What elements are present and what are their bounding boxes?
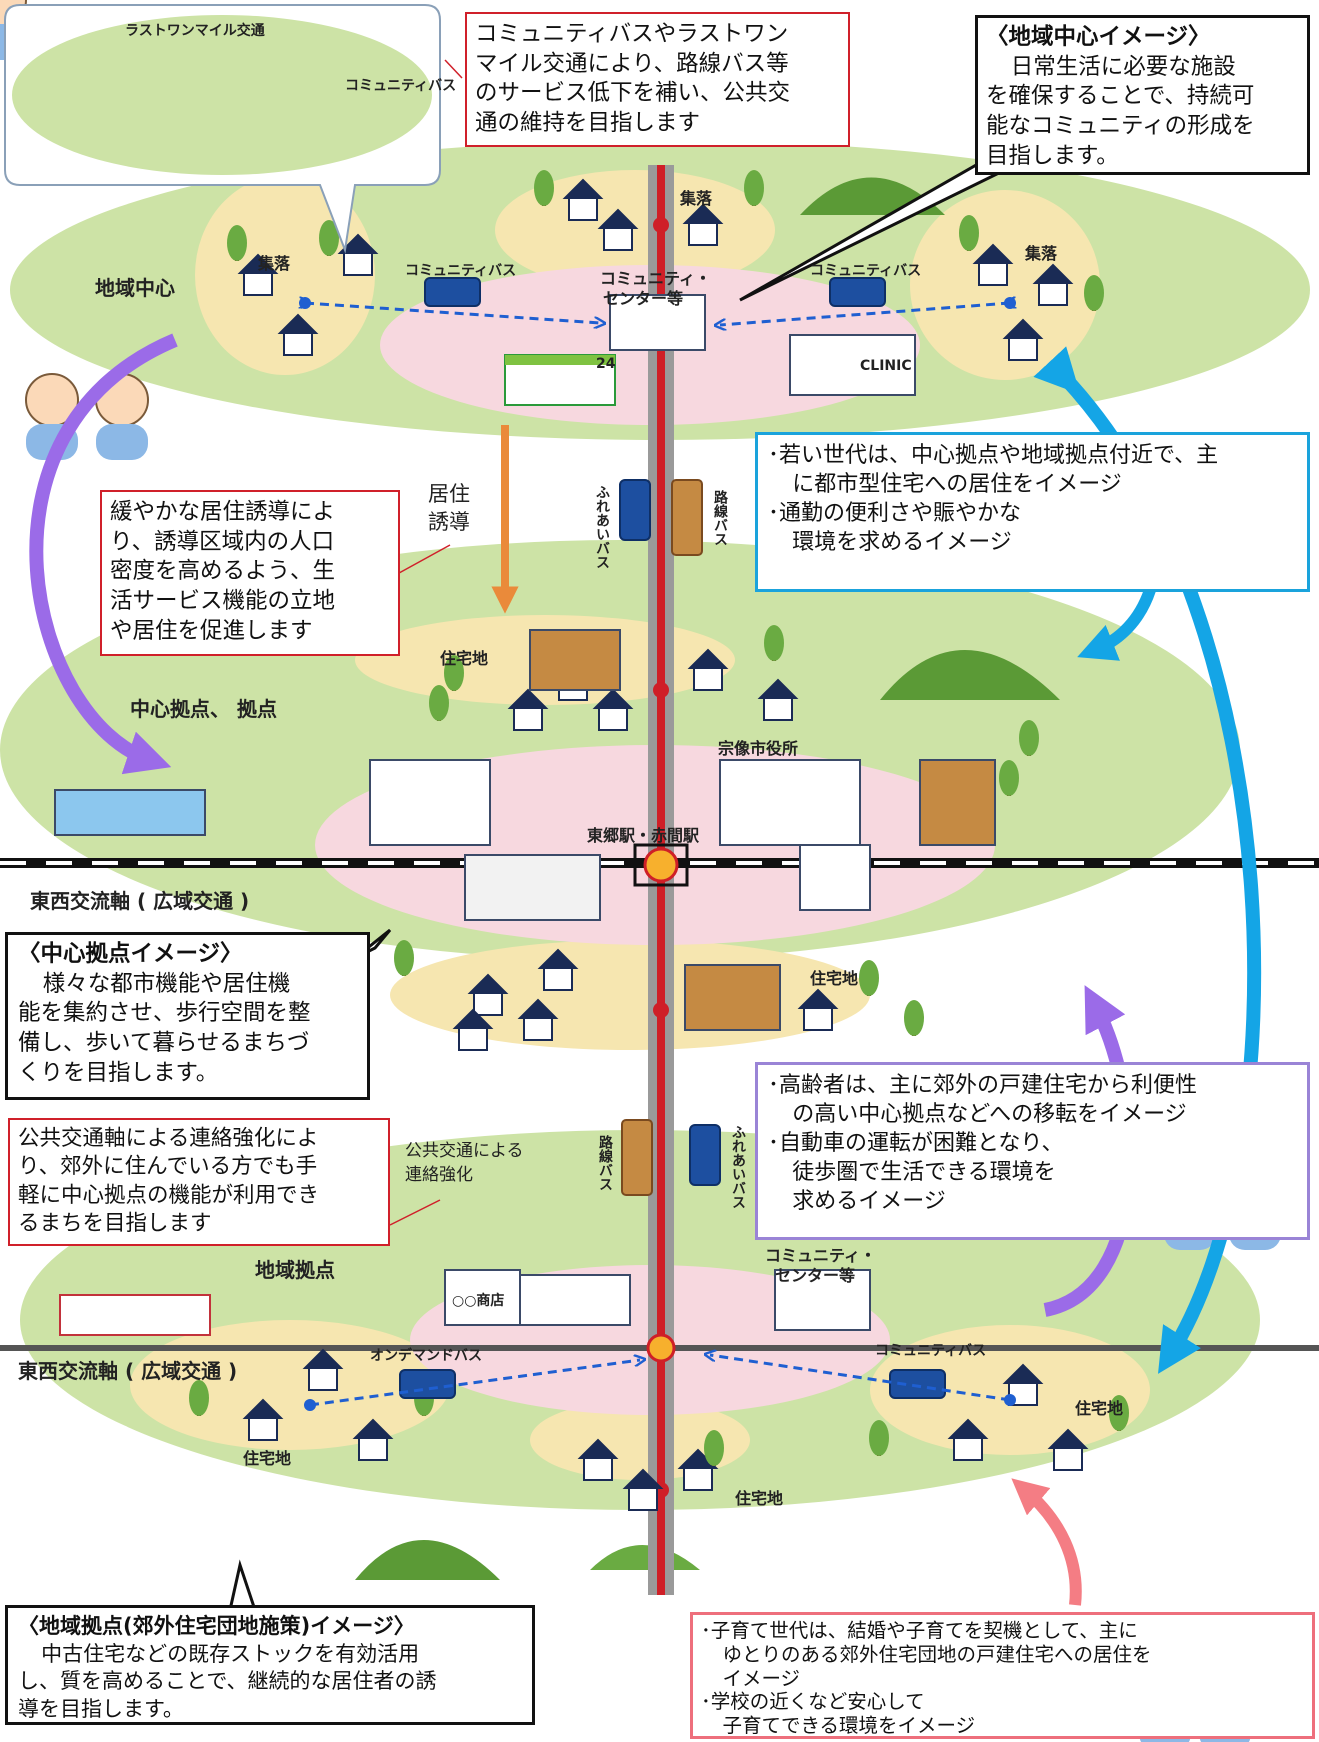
label-transit-link-1: 公共交通による xyxy=(405,1141,524,1161)
leader-lines xyxy=(389,59,463,1226)
trunk-line xyxy=(633,165,689,1595)
buildings xyxy=(54,294,996,1336)
callout-line: ･通勤の便利さや賑やかな xyxy=(768,501,1022,527)
label-community-center-bottom-2: センター等 xyxy=(775,1266,856,1285)
callout-title: 〈中心拠点イメージ〉 xyxy=(18,941,243,967)
blue-arrow-small xyxy=(1077,587,1156,661)
label-community-bus-inset: コミュニティバス xyxy=(345,78,457,94)
callout-title: 〈地域中心イメージ〉 xyxy=(986,24,1211,50)
label-station: 東郷駅・赤間駅 xyxy=(587,826,700,845)
label-residence-guidance-1: 居住 xyxy=(428,482,470,506)
callout-line: 能を集約させ、歩行空間を整 xyxy=(18,1000,311,1027)
callout-line: 備し、歩いて暮らせるまちづ xyxy=(18,1030,310,1057)
label-route-bus-1: 路線バス xyxy=(712,490,728,546)
callout-residential-guidance: 緩やかな居住誘導によ り、誘導区域内の人口 密度を高めるよう、生 活サービス機能… xyxy=(100,490,400,656)
callout-title: 〈地域拠点(郊外住宅団地施策)イメージ〉 xyxy=(18,1614,415,1638)
label-settlement-1: 集落 xyxy=(258,254,291,273)
callout-line: や居住を促進します xyxy=(110,617,313,644)
callout-line: ･自動車の運転が困難となり、 xyxy=(768,1131,1064,1157)
callout-line: のサービス低下を補い、公共交 xyxy=(475,80,791,107)
label-residential-1: 住宅地 xyxy=(440,649,489,668)
label-residential-3: 住宅地 xyxy=(243,1449,292,1468)
callout-line: 子育てできる環境をイメージ xyxy=(722,1714,976,1738)
label-fureai-bus-2: ふれあいバス xyxy=(730,1125,746,1209)
callout-line: 日常生活に必要な施設 xyxy=(1010,53,1236,80)
callout-line: に都市型住宅への居住をイメージ xyxy=(792,472,1122,498)
callout-line: 導を目指します。 xyxy=(18,1697,184,1722)
callout-elderly: ･高齢者は、主に郊外の戸建住宅から利便性 の高い中心拠点などへの移転をイメージ … xyxy=(755,1062,1310,1240)
label-ew-axis-1: 東西交流軸 ( 広域交通 ) xyxy=(30,889,250,913)
callout-line: を確保することで、持続可 xyxy=(986,83,1255,110)
label-community-bus-3: コミュニティバス xyxy=(875,1343,987,1359)
callout-line: し、質を高めることで、継続的な居住者の誘 xyxy=(18,1669,437,1694)
callout-line: ･若い世代は、中心拠点や地域拠点付近で、主 xyxy=(768,443,1219,468)
label-community-center-top-2: センター等 xyxy=(603,289,684,308)
label-24: 24 xyxy=(596,356,616,372)
callout-regional-center: 〈地域中心イメージ〉 日常生活に必要な施設 を確保することで、持続可 能なコミュ… xyxy=(975,15,1310,175)
callout-line: イメージ xyxy=(722,1666,801,1690)
label-last-mile-transport: ラストワンマイル交通 xyxy=(125,23,265,39)
callout-transit-axis: 公共交通軸による連絡強化によ り、郊外に住んでいる方でも手 軽に中心拠点の機能が… xyxy=(8,1118,390,1246)
callout-line: ゆとりのある郊外住宅団地の戸建住宅への居住を xyxy=(722,1642,1152,1666)
label-transit-link-2: 連絡強化 xyxy=(405,1165,473,1185)
callout-line: 徒歩圏で生活できる環境を xyxy=(792,1160,1056,1186)
label-settlement-3: 集落 xyxy=(1025,244,1058,263)
label-residential-2: 住宅地 xyxy=(810,969,859,988)
label-community-center-top-1: コミュニティ・ xyxy=(600,269,712,288)
route-bus-icons xyxy=(621,479,703,1196)
callout-line: 中古住宅などの既存ストックを有効活用 xyxy=(41,1641,420,1666)
label-community-bus-1: コミュニティバス xyxy=(405,263,517,279)
callout-line: 様々な都市機能や居住機 xyxy=(42,970,291,997)
purple-arrow-upper xyxy=(29,333,178,775)
callout-line: マイル交通により、路線バス等 xyxy=(475,50,789,77)
callout-line: るまちを目指します xyxy=(18,1211,212,1237)
callout-line: 活サービス機能の立地 xyxy=(110,588,336,615)
label-shop: ○○商店 xyxy=(452,1293,505,1309)
callout-line: ･子育て世代は、結婚や子育てを契機として、主に xyxy=(701,1619,1138,1642)
callout-line: 緩やかな居住誘導によ xyxy=(110,499,336,525)
label-community-center-bottom-1: コミュニティ・ xyxy=(765,1246,877,1265)
label-fureai-bus-1: ふれあいバス xyxy=(594,485,610,569)
callout-line: くりを目指します。 xyxy=(18,1059,219,1086)
callout-line: り、郊外に住んでいる方でも手 xyxy=(18,1154,318,1180)
callout-last-mile: コミュニティバスやラストワン マイル交通により、路線バス等 のサービス低下を補い… xyxy=(465,12,850,147)
tail-regional-hub xyxy=(228,1559,258,1612)
callout-line: 環境を求めるイメージ xyxy=(792,530,1012,556)
callout-line: ･高齢者は、主に郊外の戸建住宅から利便性 xyxy=(768,1073,1198,1098)
label-on-demand-bus: オンデマンドバス xyxy=(370,1348,482,1364)
label-settlement-2: 集落 xyxy=(680,189,713,208)
label-regional-center: 地域中心 xyxy=(95,276,175,300)
callout-childrearing: ･子育て世代は、結婚や子育てを契機として、主に ゆとりのある郊外住宅団地の戸建住… xyxy=(690,1612,1315,1739)
label-residential-4: 住宅地 xyxy=(735,1489,784,1508)
callout-central-hub: 〈中心拠点イメージ〉 様々な都市機能や居住機 能を集約させ、歩行空間を整 備し、… xyxy=(5,932,370,1100)
label-residence-guidance-2: 誘導 xyxy=(428,510,470,534)
callout-line: 公共交通軸による連絡強化によ xyxy=(18,1126,319,1151)
label-community-bus-2: コミュニティバス xyxy=(810,263,922,279)
callout-young-generation: ･若い世代は、中心拠点や地域拠点付近で、主 に都市型住宅への居住をイメージ ･通… xyxy=(755,432,1310,592)
callout-line: り、誘導区域内の人口 xyxy=(110,528,335,555)
callout-line: コミュニティバスやラストワン xyxy=(475,21,789,47)
inset-green xyxy=(12,15,432,175)
label-route-bus-2: 路線バス xyxy=(597,1135,613,1191)
callout-regional-hub: 〈地域拠点(郊外住宅団地施策)イメージ〉 中古住宅などの既存ストックを有効活用 … xyxy=(5,1605,535,1725)
label-city-hall: 宗像市役所 xyxy=(718,739,799,758)
label-central-hub: 中心拠点、 拠点 xyxy=(130,697,277,721)
callout-line: 目指します。 xyxy=(986,142,1119,169)
label-residential-5: 住宅地 xyxy=(1075,1399,1124,1418)
label-ew-axis-2: 東西交流軸 ( 広域交通 ) xyxy=(18,1359,238,1383)
pink-arrow xyxy=(1011,1478,1082,1606)
label-clinic: CLINIC xyxy=(860,358,912,374)
callout-line: 密度を高めるよう、生 xyxy=(110,558,336,585)
callout-line: の高い中心拠点などへの移転をイメージ xyxy=(792,1102,1187,1128)
label-regional-hub: 地域拠点 xyxy=(255,1258,335,1282)
callout-line: ･学校の近くなど安心して xyxy=(701,1690,925,1714)
callout-line: 求めるイメージ xyxy=(792,1189,946,1215)
callout-line: 軽に中心拠点の機能が利用でき xyxy=(18,1182,320,1208)
callout-line: 通の維持を目指します xyxy=(475,110,701,137)
callout-line: 能なコミュニティの形成を xyxy=(986,113,1255,140)
